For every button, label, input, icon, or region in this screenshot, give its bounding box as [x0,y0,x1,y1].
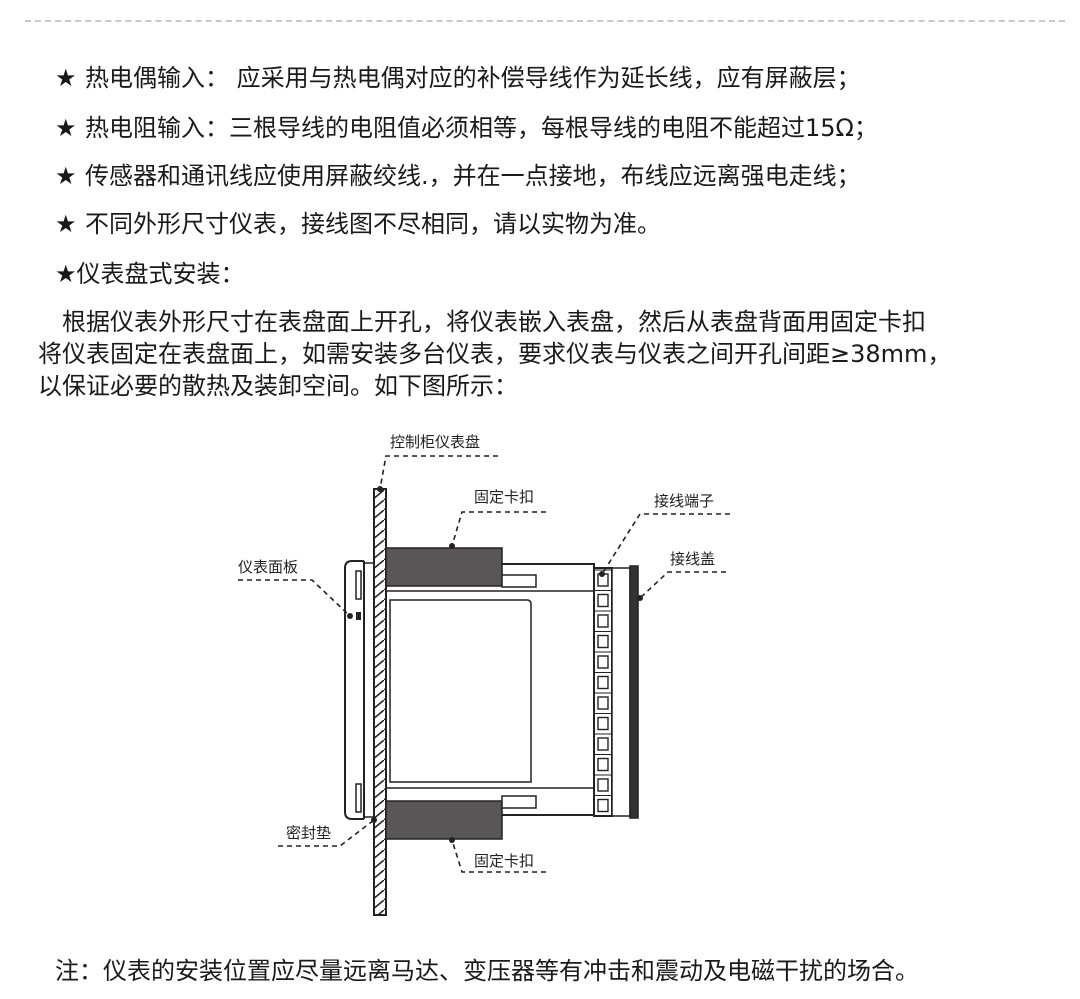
terminal-slot [597,675,609,690]
fixing-clip-bottom [385,795,537,840]
bullet-text: 热电阻输入：三根导线的电阻值必须相等，每根导线的电阻不能超过15Ω； [85,114,878,142]
leader-dot [347,613,353,619]
wiring-terminal-block [593,567,613,817]
meter-body [385,563,595,816]
label-control-panel: 控制柜仪表盘 [390,433,480,451]
leader-dot [371,817,377,823]
terminal-cover [611,565,639,819]
terminal-slot [597,634,609,649]
label-meter-face: 仪表面板 [238,558,298,576]
bullet-text: 传感器和通讯线应使用屏蔽绞线.，并在一点接地，布线应远离强电走线； [85,162,861,190]
star-icon: ★ [55,210,77,238]
bullet-text: 不同外形尺寸仪表，接线图不尽相同，请以实物为准。 [85,210,661,238]
meter-face-panel [344,560,365,820]
star-icon: ★ [55,64,77,92]
terminal-slot [597,593,609,608]
label-clip-bottom: 固定卡扣 [474,852,534,870]
leader-dot [599,571,605,577]
leader-dot [377,486,383,492]
bullet-text: 热电偶输入： 应采用与热电偶对应的补偿导线作为延长线，应有屏蔽层； [85,64,861,92]
leader-dot [637,595,643,601]
leader-lines [238,455,730,873]
gasket [363,562,375,818]
star-icon: ★ [55,114,77,142]
fixing-clip-top [385,547,537,588]
terminal-slot [597,716,609,731]
footer-note: 注：仪表的安装位置应尽量远离马达、变压器等有冲击和震动及电磁干扰的场合。 [55,957,919,985]
terminal-slot [597,757,609,772]
paragraph-line: 将仪表固定在表盘面上，如需安装多台仪表，要求仪表与仪表之间开孔间距≥38mm， [38,340,952,368]
terminal-slot [597,778,609,792]
terminal-slot [597,737,609,751]
terminal-slot [597,696,609,710]
control-panel-plate [373,488,387,916]
terminal-slot [597,614,609,628]
star-icon: ★ [55,260,77,288]
leader-dot [449,837,455,843]
label-gasket: 密封垫 [286,824,331,842]
leader-dot [449,543,455,549]
paragraph-line: 根据仪表外形尺寸在表盘面上开孔，将仪表嵌入表盘，然后从表盘背面用固定卡扣 [38,308,926,336]
terminal-slot [597,798,609,813]
star-icon: ★ [55,162,77,190]
terminal-slot [597,655,609,669]
bullet-item: ★ 传感器和通讯线应使用屏蔽绞线.，并在一点接地，布线应远离强电走线； [55,160,861,192]
install-paragraph: 根据仪表外形尺寸在表盘面上开孔，将仪表嵌入表盘，然后从表盘背面用固定卡扣 将仪表… [38,306,1048,402]
label-terminal: 接线端子 [654,492,714,510]
bullet-item: ★ 不同外形尺寸仪表，接线图不尽相同，请以实物为准。 [55,208,661,240]
paragraph-line: 以保证必要的散热及装卸空间。如下图所示： [38,372,518,400]
label-clip-top: 固定卡扣 [474,488,534,506]
bullet-item: ★ 热电阻输入：三根导线的电阻值必须相等，每根导线的电阻不能超过15Ω； [55,112,878,144]
section-heading: ★仪表盘式安装： [55,258,245,290]
section-title: 仪表盘式安装： [76,260,245,288]
top-dashed-divider [25,20,1065,22]
bullet-item: ★ 热电偶输入： 应采用与热电偶对应的补偿导线作为延长线，应有屏蔽层； [55,62,861,94]
label-terminal-cover: 接线盖 [670,550,715,568]
